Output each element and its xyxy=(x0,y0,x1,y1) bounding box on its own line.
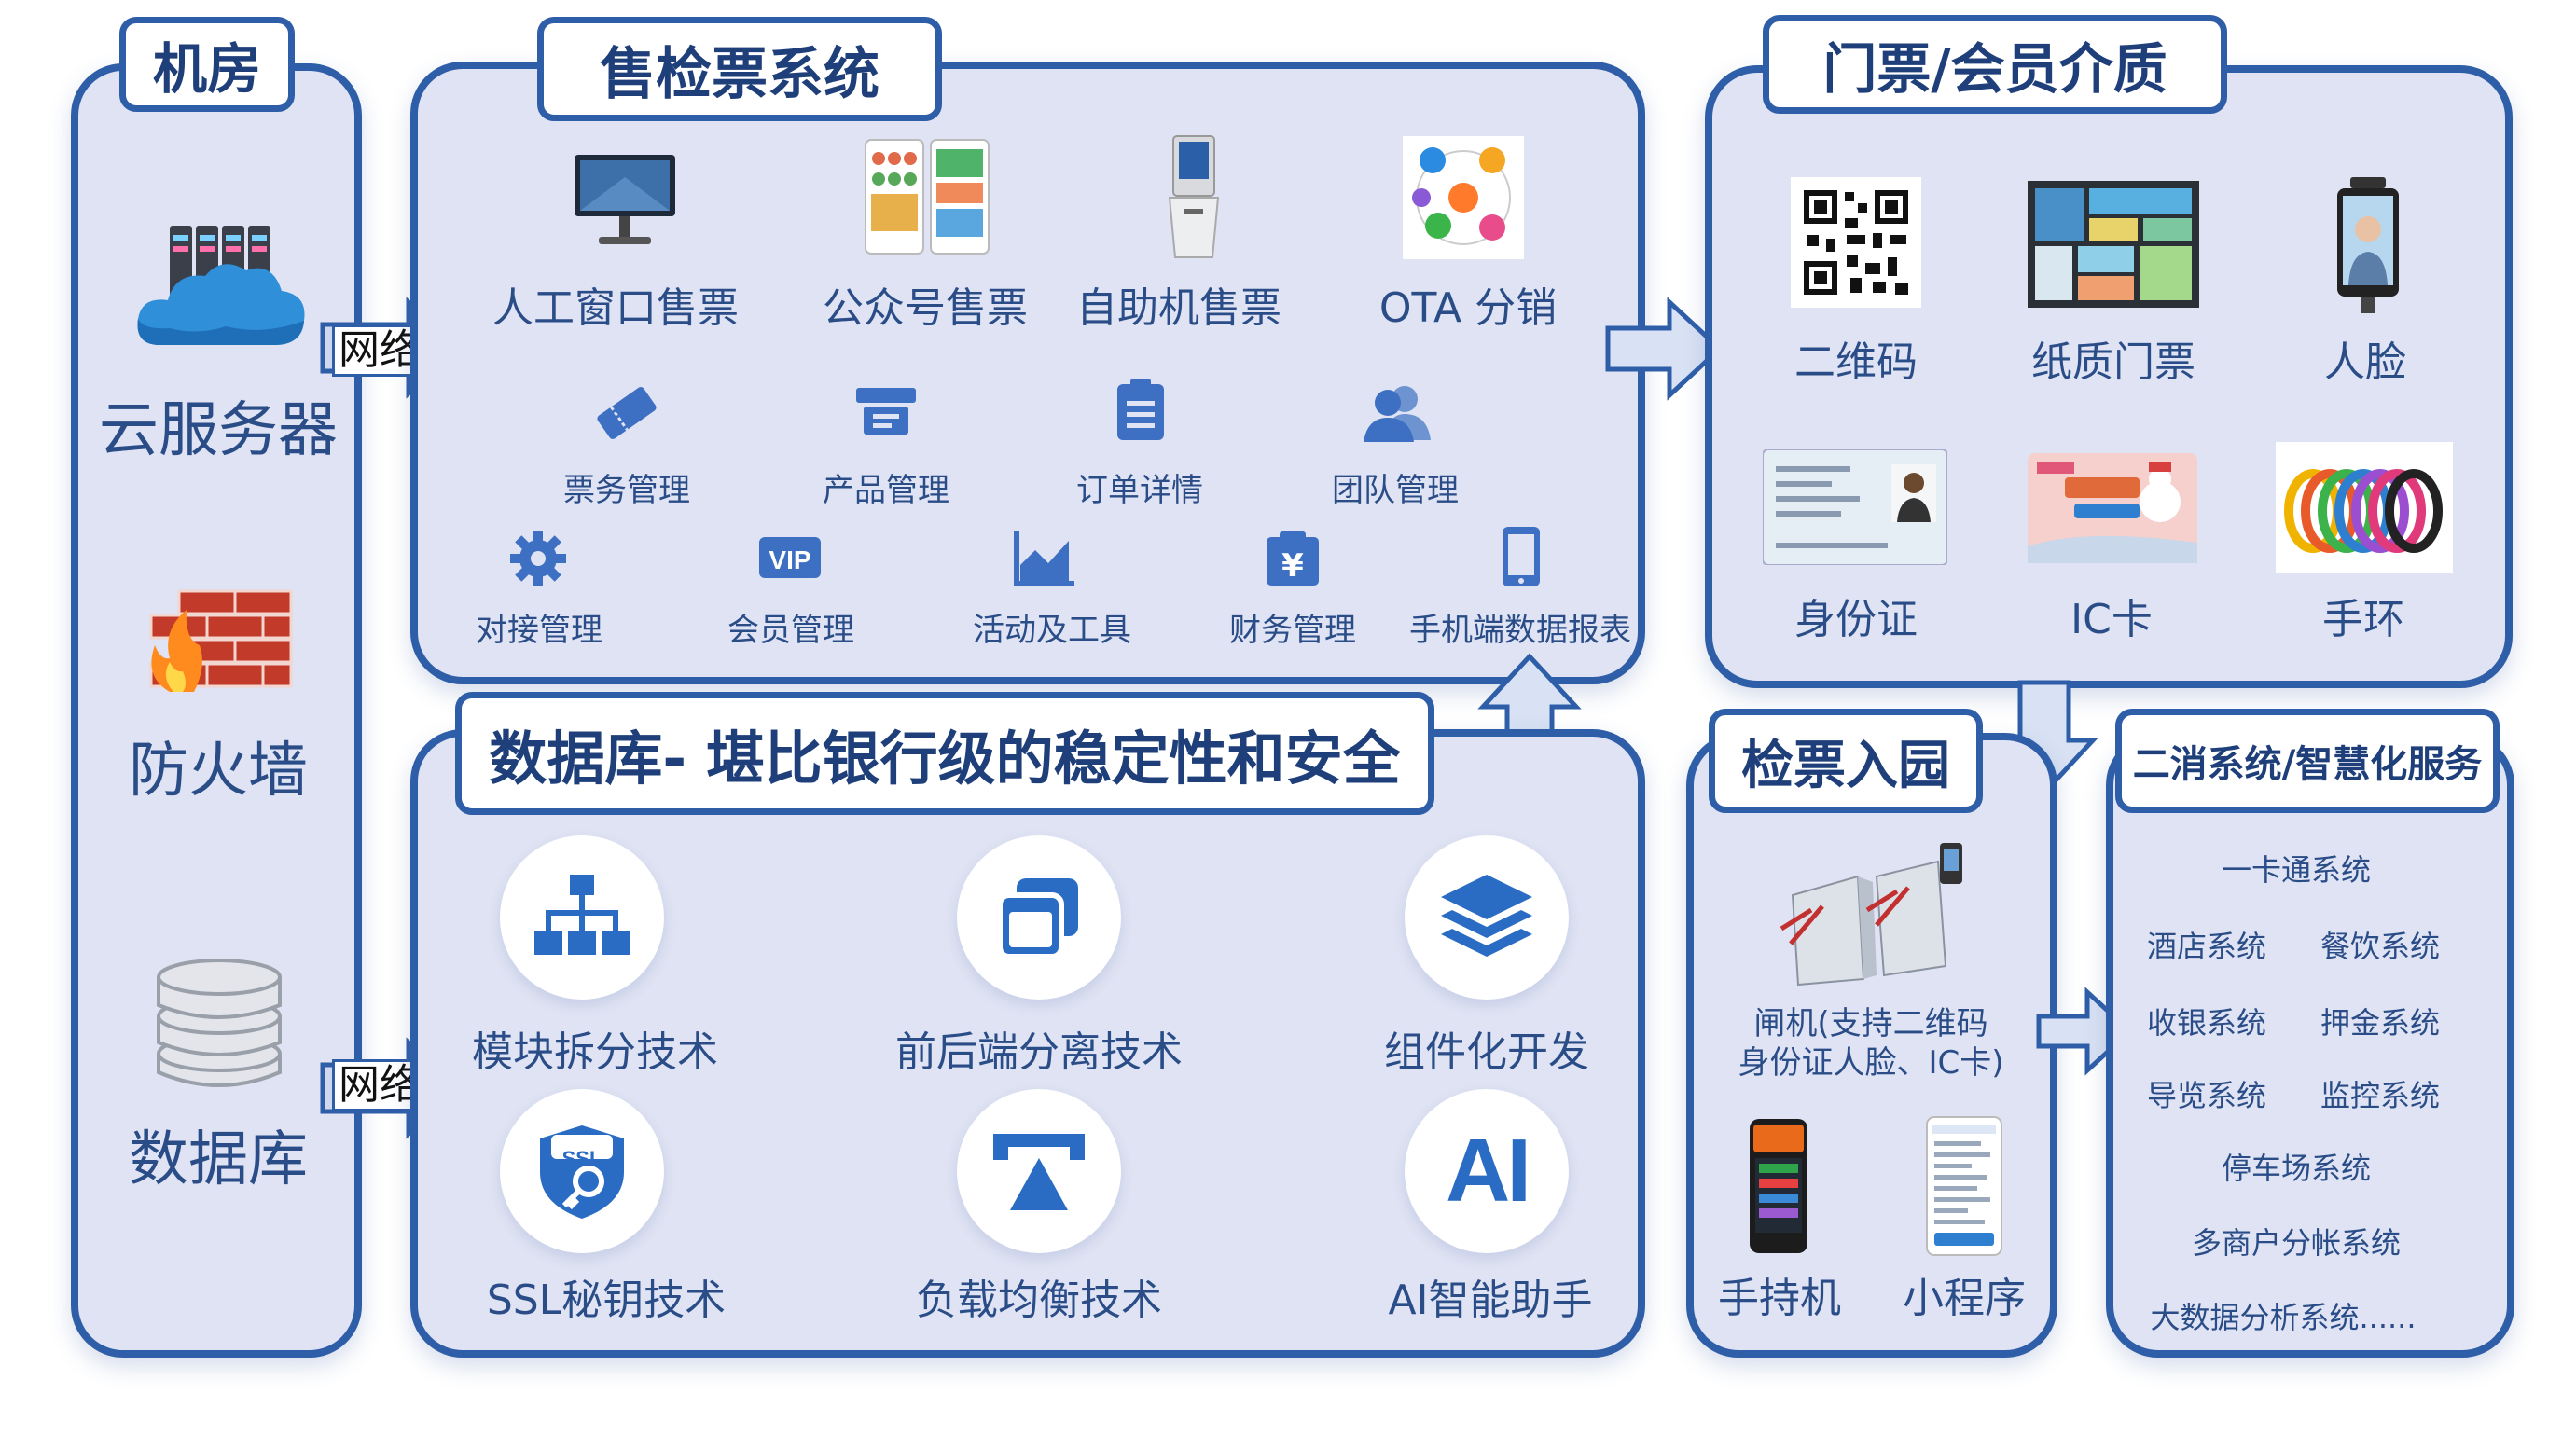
ai-badge-text: AI xyxy=(1446,1121,1531,1221)
secondary-panel xyxy=(2106,733,2514,1358)
qr-code-icon xyxy=(1791,177,1921,308)
cloud-server-label: 云服务器 xyxy=(99,396,338,465)
channel-manual: 人工窗口售票 xyxy=(492,284,739,332)
feature-component: 组件化开发 xyxy=(1384,1028,1589,1076)
handheld-device-icon xyxy=(1750,1119,1807,1253)
balance-icon xyxy=(993,1134,1085,1210)
svc-parking: 停车场系统 xyxy=(2221,1151,2372,1186)
database-label: 数据库 xyxy=(129,1125,308,1194)
finance-icon: ¥ xyxy=(1267,531,1319,586)
feature-fe-be: 前后端分离技术 xyxy=(895,1028,1183,1076)
module-finance: 财务管理 xyxy=(1229,612,1356,649)
module-order: 订单详情 xyxy=(1076,472,1203,509)
media-title: 门票/会员介质 xyxy=(1763,15,2227,114)
module-product: 产品管理 xyxy=(823,472,949,509)
gear-icon xyxy=(510,531,566,586)
svc-cashier: 收银系统 xyxy=(2146,1005,2267,1041)
database-icon xyxy=(157,959,282,1087)
media-wristband: 手环 xyxy=(2322,596,2404,643)
svc-monitor: 监控系统 xyxy=(2320,1078,2441,1113)
media-id-card: 身份证 xyxy=(1794,596,1918,643)
svc-catering: 餐饮系统 xyxy=(2320,929,2441,964)
gate-handheld: 手持机 xyxy=(1718,1275,1841,1322)
secondary-title: 二消系统/智慧化服务 xyxy=(2115,709,2500,813)
fe-be-separation-circle xyxy=(957,835,1121,1000)
svc-card: 一卡通系统 xyxy=(2221,852,2372,888)
turnstile-icon xyxy=(1780,843,1962,987)
gate-miniprogram: 小程序 xyxy=(1903,1275,2026,1322)
feature-module-split: 模块拆分技术 xyxy=(472,1028,718,1076)
module-ticket: 票务管理 xyxy=(563,472,690,509)
team-icon xyxy=(1364,386,1431,442)
ssl-key-icon xyxy=(540,1125,624,1219)
ticketing-title: 售检票系统 xyxy=(537,17,942,121)
mobile-report-icon xyxy=(1503,527,1540,586)
module-activity: 活动及工具 xyxy=(973,612,1131,649)
ai-circle: AI xyxy=(1405,1089,1569,1253)
load-balance-circle xyxy=(957,1089,1121,1253)
feature-ai: AI智能助手 xyxy=(1388,1276,1593,1324)
monitor-icon xyxy=(575,155,675,244)
firewall-icon xyxy=(149,589,293,692)
module-team: 团队管理 xyxy=(1332,472,1459,509)
media-paper: 纸质门票 xyxy=(2031,338,2195,386)
media-ic-card: IC卡 xyxy=(2070,596,2153,643)
svg-text:¥: ¥ xyxy=(1281,547,1304,585)
id-card-icon xyxy=(1763,449,1947,565)
arrow-to-media xyxy=(1605,297,1724,401)
firewall-label: 防火墙 xyxy=(129,737,308,806)
module-split-circle xyxy=(500,835,664,1000)
svc-deposit: 押金系统 xyxy=(2320,1005,2441,1041)
cloud-server-icon xyxy=(137,226,305,345)
order-icon xyxy=(1117,379,1164,440)
face-recognition-icon xyxy=(2337,177,2399,313)
ota-logos-icon xyxy=(1403,136,1524,259)
product-icon xyxy=(856,388,916,435)
miniprogram-phone-icon xyxy=(1926,1116,2002,1256)
svc-big-data: 大数据分析系统...... xyxy=(2150,1300,2417,1335)
ic-card-icon xyxy=(2028,453,2197,563)
layers-icon xyxy=(1441,875,1532,957)
windows-icon xyxy=(997,878,1078,959)
svg-text:VIP: VIP xyxy=(769,545,810,574)
feature-load-balance: 负载均衡技术 xyxy=(916,1276,1162,1324)
media-qr: 二维码 xyxy=(1794,338,1918,386)
svc-multi-merchant: 多商户分帐系统 xyxy=(2191,1225,2402,1261)
channel-kiosk: 自助机售票 xyxy=(1076,284,1281,332)
gate-desc-line2: 身份证人脸、IC卡) xyxy=(1738,1044,2004,1082)
ticket-icon xyxy=(597,387,657,439)
paper-tickets-icon xyxy=(2028,181,2199,308)
media-face: 人脸 xyxy=(2324,338,2406,386)
media-panel xyxy=(1705,65,2513,688)
module-member: 会员管理 xyxy=(727,612,854,649)
feature-ssl: SSL秘钥技术 xyxy=(486,1276,727,1324)
hierarchy-icon xyxy=(534,875,630,955)
kiosk-icon xyxy=(1168,135,1220,258)
activity-chart-icon xyxy=(1014,531,1074,586)
ssl-circle: SSL xyxy=(500,1089,664,1253)
database-title: 数据库- 堪比银行级的稳定性和安全 xyxy=(455,692,1434,815)
vip-icon: VIP xyxy=(759,537,821,578)
svc-hotel: 酒店系统 xyxy=(2146,929,2267,964)
wristband-icon xyxy=(2276,442,2453,573)
wechat-phones-icon xyxy=(865,139,990,255)
gate-desc-line1: 闸机(支持二维码 xyxy=(1753,1005,1988,1042)
gate-title: 检票入园 xyxy=(1709,709,1983,813)
svc-guide: 导览系统 xyxy=(2146,1078,2267,1113)
ssl-badge-text: SSL xyxy=(561,1147,602,1170)
database-panel xyxy=(410,729,1645,1358)
channel-wechat: 公众号售票 xyxy=(823,284,1028,332)
module-integration: 对接管理 xyxy=(476,612,602,649)
module-mobile-report: 手机端数据报表 xyxy=(1409,612,1631,649)
channel-ota: OTA 分销 xyxy=(1378,284,1558,332)
component-dev-circle xyxy=(1405,835,1569,1000)
server-room-title: 机房 xyxy=(119,17,295,112)
